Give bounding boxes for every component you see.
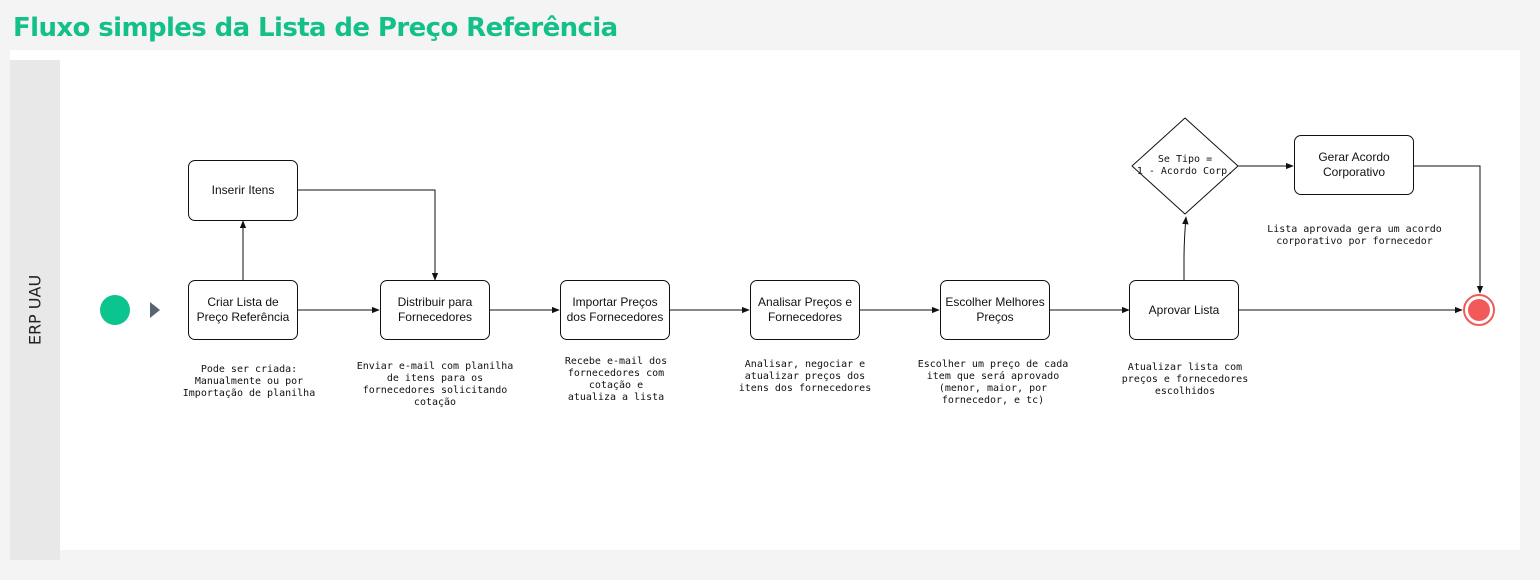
end-event — [1463, 294, 1495, 326]
connector-aprovar-to-decision — [1182, 216, 1189, 280]
note-criar-lista: Pode ser criada: Manualmente ou por Impo… — [182, 364, 316, 399]
start-event — [100, 295, 130, 325]
step-aprovar-lista[interactable]: Aprovar Lista — [1129, 280, 1239, 340]
note-analisar: Analisar, negociar e atualizar preços do… — [738, 359, 872, 394]
connector-gerar-to-end — [1414, 165, 1484, 294]
step-analisar-precos[interactable]: Analisar Preços e Fornecedores — [750, 280, 860, 340]
step-escolher-precos[interactable]: Escolher Melhores Preços — [940, 280, 1050, 340]
page-title: Fluxo simples da Lista de Preço Referênc… — [13, 13, 618, 43]
connector-inserir-to-distribuir — [298, 189, 439, 281]
swimlane-header — [10, 60, 60, 560]
note-escolher: Escolher um preço de cada item que será … — [917, 359, 1069, 406]
step-criar-lista[interactable]: Criar Lista de Preço Referência — [188, 280, 298, 340]
decision-diamond — [1131, 117, 1239, 215]
note-aprovar: Atualizar lista com preços e fornecedore… — [1121, 362, 1249, 397]
step-gerar-acordo[interactable]: Gerar Acordo Corporativo — [1294, 135, 1414, 195]
step-inserir-itens[interactable]: Inserir Itens — [188, 160, 298, 221]
step-distribuir[interactable]: Distribuir para Fornecedores — [380, 280, 490, 340]
step-importar-precos[interactable]: Importar Preços dos Fornecedores — [560, 280, 670, 340]
note-importar: Recebe e-mail dos fornecedores com cotaç… — [564, 356, 668, 403]
end-event-core — [1468, 299, 1490, 321]
play-icon — [150, 302, 160, 318]
note-gerar-acordo: Lista aprovada gera um acordo corporativ… — [1267, 224, 1442, 247]
note-distribuir: Enviar e-mail com planilha de itens para… — [356, 361, 514, 408]
decision-label: Se Tipo = 1 - Acordo Corp. — [1136, 154, 1234, 177]
